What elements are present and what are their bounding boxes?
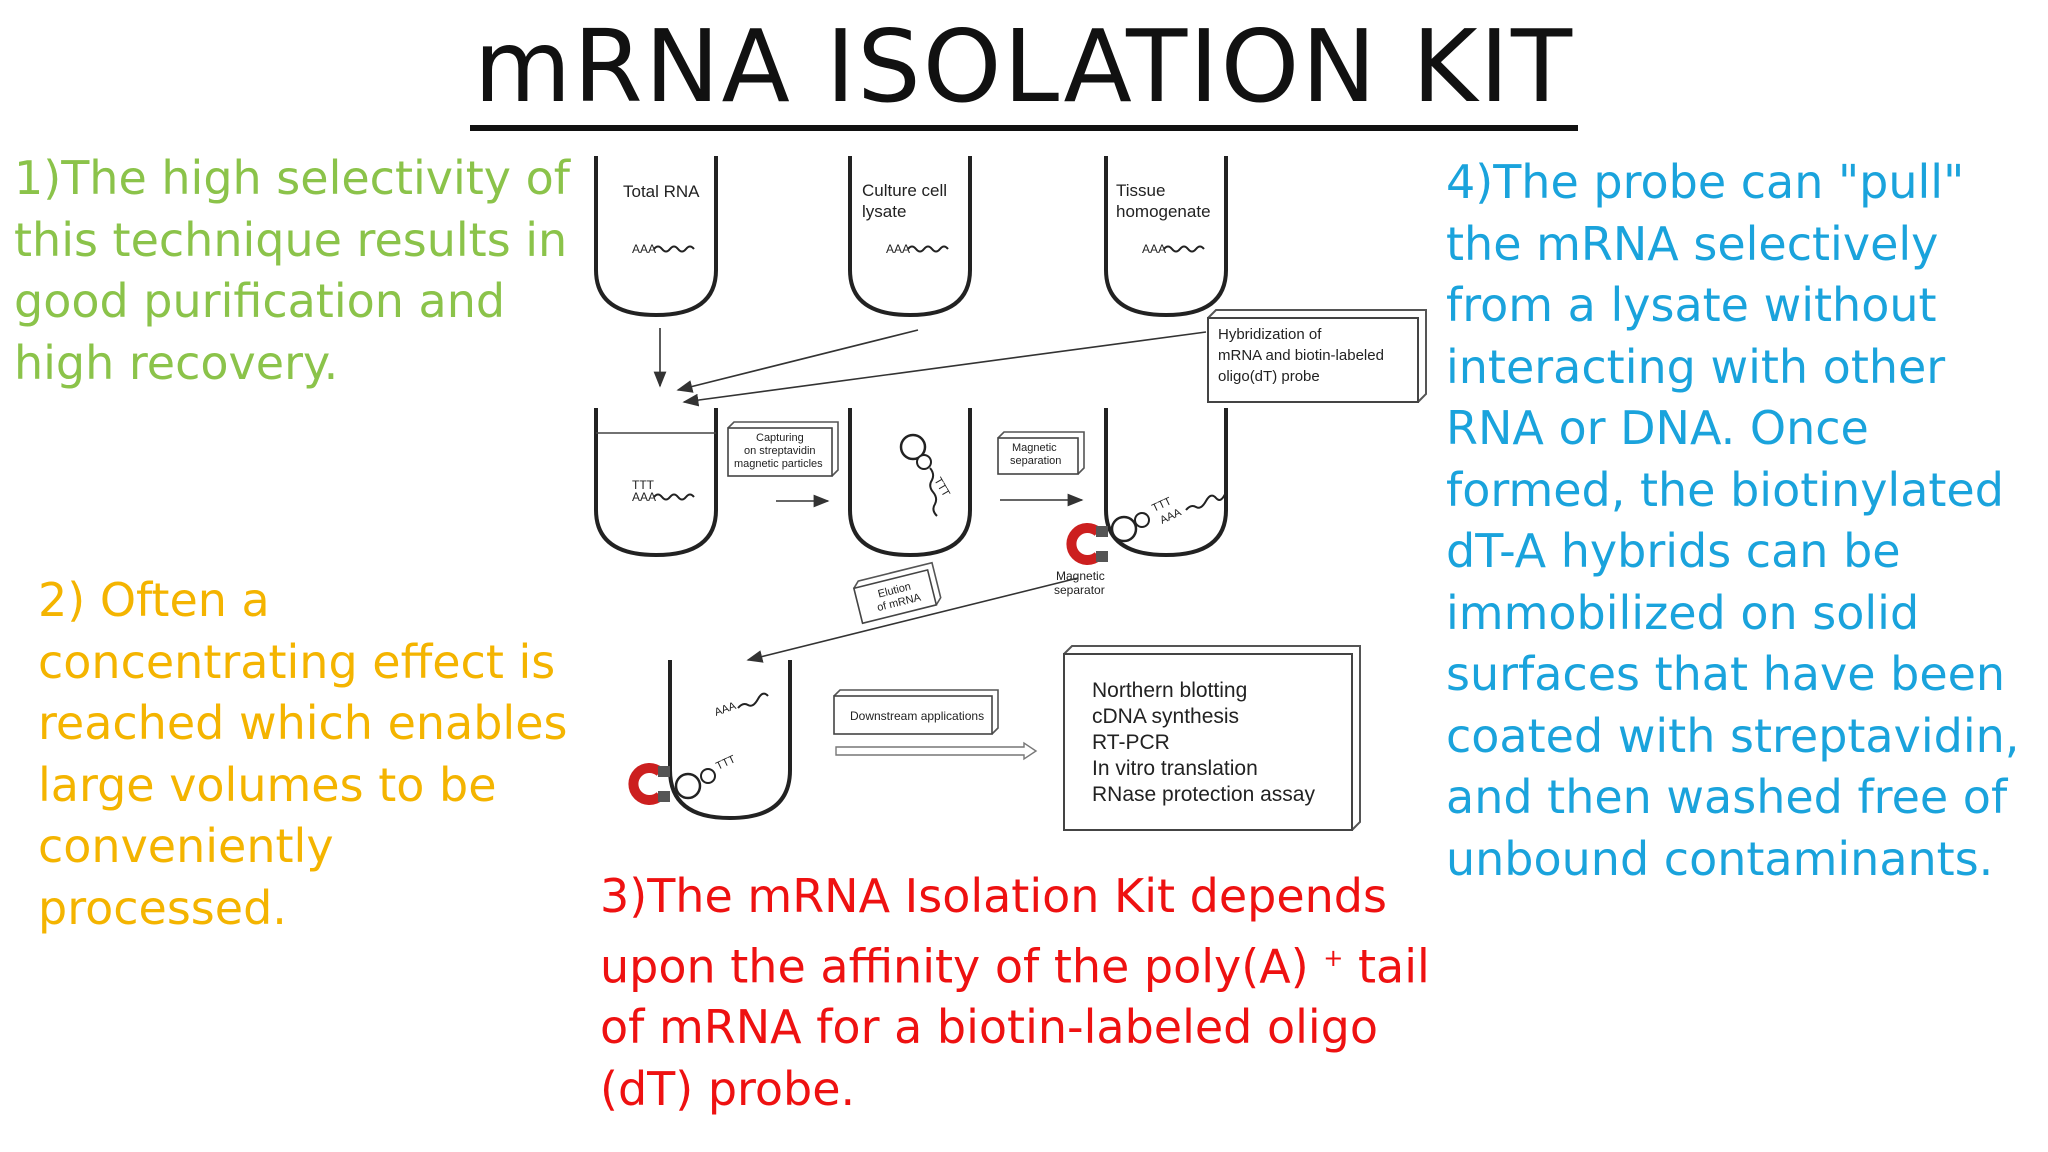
mag-l2: separation — [1010, 455, 1061, 467]
point-3-pre: 3)The mRNA Isolation Kit depends upon th… — [600, 869, 1387, 993]
polya-6: AAA — [713, 700, 738, 719]
polya-3: AAA — [1142, 242, 1166, 256]
point-3-sup: + — [1323, 943, 1344, 972]
polya-2: AAA — [886, 242, 910, 256]
app-2: RT-PCR — [1092, 731, 1170, 754]
app-0: Northern blotting — [1092, 679, 1247, 702]
hyb-l1: Hybridization of — [1218, 326, 1322, 343]
ttt-4: TTT — [714, 753, 738, 773]
tube-tissue — [1104, 156, 1228, 318]
magnet-icon — [1066, 523, 1108, 565]
tube-culture-cell — [848, 156, 972, 318]
app-3: In vitro translation — [1092, 757, 1258, 780]
app-4: RNase protection assay — [1092, 783, 1315, 806]
hyb-l3: oligo(dT) probe — [1218, 368, 1320, 385]
tube-eluted — [668, 660, 792, 821]
downstream-arrow — [835, 741, 1038, 761]
magnetic-separation-box: Magnetic separation — [997, 431, 1085, 475]
label-total-rna: Total RNA — [623, 182, 700, 201]
ttt-1: TTT — [632, 478, 655, 492]
point-2-text: 2) Often a concentrating effect is reach… — [38, 573, 568, 935]
app-1: cDNA synthesis — [1092, 705, 1239, 728]
magsep-l2: separator — [1054, 583, 1105, 597]
tube-capture — [848, 408, 972, 558]
point-3-text: 3)The mRNA Isolation Kit depends upon th… — [600, 866, 1440, 1120]
applications-box: Northern blotting cDNA synthesis RT-PCR … — [1063, 645, 1361, 831]
tube-total-rna — [594, 156, 718, 318]
mag-l1: Magnetic — [1012, 442, 1057, 454]
magnet-icon-2 — [628, 763, 670, 805]
point-1-text: 1)The high selectivity of this technique… — [14, 151, 570, 390]
cap-l2: on streptavidin — [744, 445, 816, 457]
cap-l1: Capturing — [756, 432, 804, 444]
label-culture-l2: lysate — [862, 202, 906, 221]
title-wrap: mRNA ISOLATION KIT — [0, 8, 2048, 131]
label-culture-l1: Culture cell — [862, 181, 947, 200]
hybridization-box: Hybridization of mRNA and biotin-labeled… — [1207, 309, 1427, 403]
page-title: mRNA ISOLATION KIT — [469, 8, 1579, 131]
capturing-box: Capturing on streptavidin magnetic parti… — [727, 421, 839, 477]
downstream-box: Downstream applications — [833, 689, 999, 735]
elution-box: Elution of mRNA — [852, 561, 942, 625]
tube-separation — [1104, 408, 1228, 558]
point-4-text: 4)The probe can "pull" the mRNA selectiv… — [1446, 155, 2020, 886]
polya-4: AAA — [632, 490, 656, 504]
mrna-isolation-diagram: Total RNA Culture cell lysate Tissue hom… — [594, 156, 1427, 831]
tube-hybrid — [594, 408, 718, 558]
point-3-post: tail of mRNA for a biotin-labeled oligo … — [600, 938, 1430, 1116]
down-label: Downstream applications — [850, 709, 984, 723]
label-tissue-l1: Tissue — [1116, 181, 1165, 200]
magsep-l1: Magnetic — [1056, 569, 1105, 583]
polya-1: AAA — [632, 242, 656, 256]
label-tissue-l2: homogenate — [1116, 202, 1211, 221]
cap-l3: magnetic particles — [734, 458, 823, 470]
hyb-l2: mRNA and biotin-labeled — [1218, 347, 1384, 364]
